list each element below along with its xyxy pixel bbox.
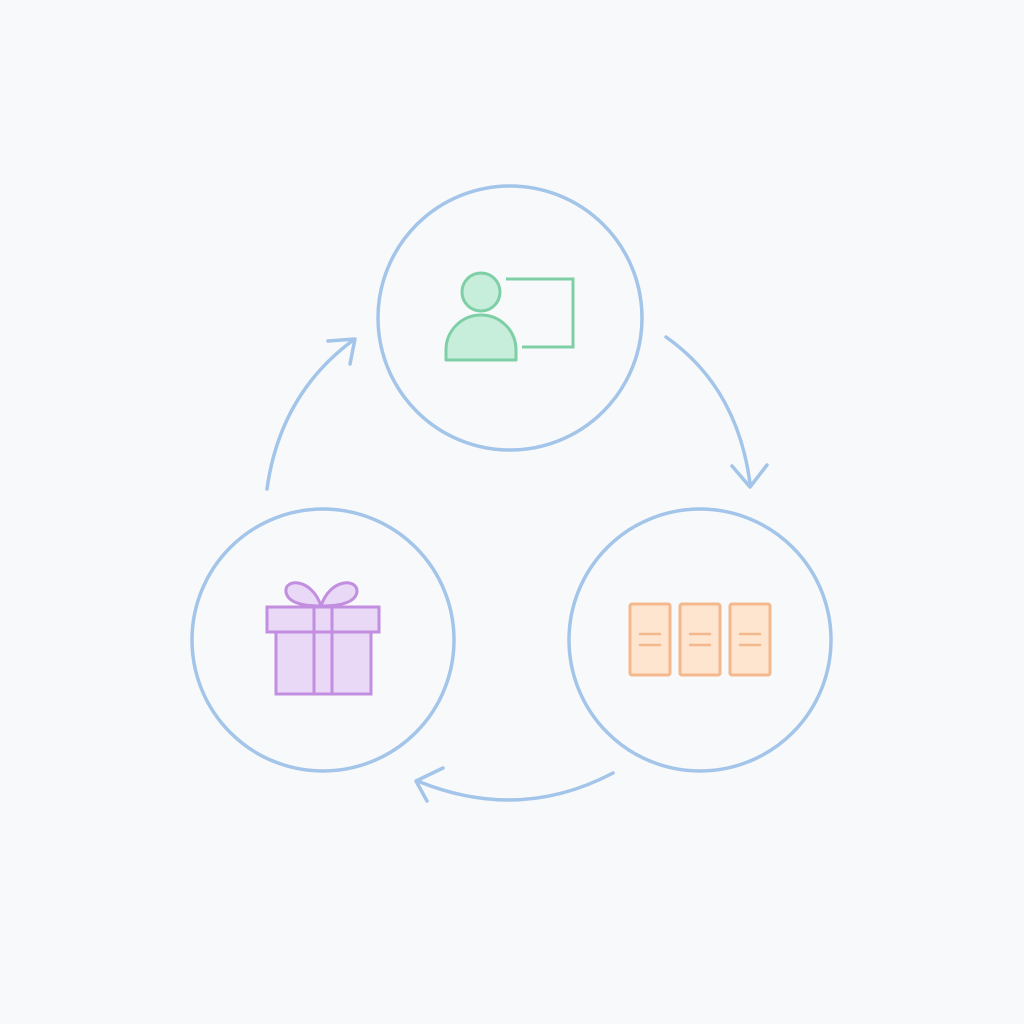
- arrow-left-to-top: [265, 337, 357, 491]
- gift-base: [274, 630, 373, 696]
- gift-bow-right: [319, 581, 359, 608]
- cycle-node-right: [567, 507, 833, 773]
- panel-1: [628, 602, 672, 677]
- node-ring-top: [376, 184, 644, 452]
- three-panels-icon: [628, 602, 772, 677]
- cycle-node-left: [190, 507, 456, 773]
- gift-lid: [265, 605, 381, 634]
- arrow-right-to-left: [414, 766, 615, 803]
- cycle-node-top: [376, 184, 644, 452]
- presentation-board: [506, 277, 575, 349]
- node-ring-left: [190, 507, 456, 773]
- panel-2: [678, 602, 722, 677]
- panel-3: [728, 602, 772, 677]
- arrow-top-to-right: [664, 335, 769, 489]
- person-head: [460, 271, 502, 313]
- person-body: [444, 313, 518, 362]
- node-ring-right: [567, 507, 833, 773]
- person-presenting-icon: [444, 271, 575, 362]
- gift-box-icon: [265, 581, 381, 696]
- gift-bow-left: [284, 581, 323, 608]
